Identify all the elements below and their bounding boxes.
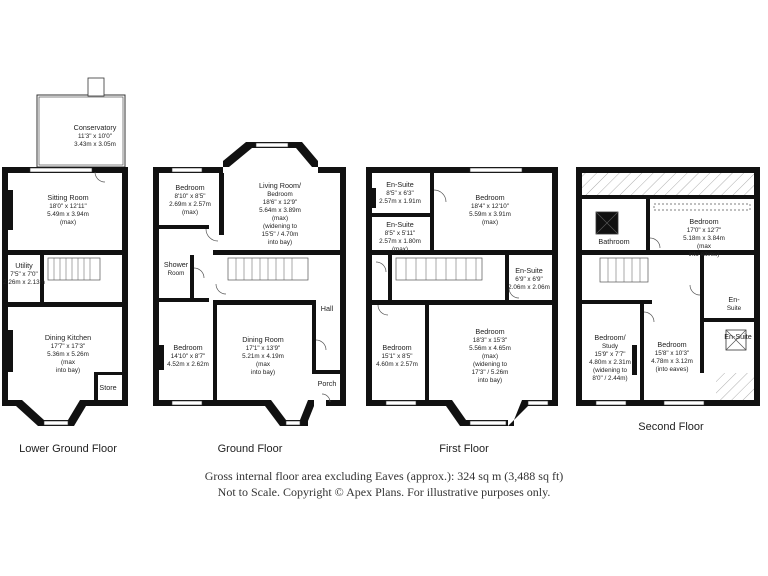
room-label-lower_ground-4: Store — [99, 383, 116, 392]
room-dimension-ground-1-6: into bay) — [268, 239, 292, 246]
room-dimension-second-5-2: (into eaves) — [656, 366, 689, 373]
lower-ground-floor-plan — [2, 77, 128, 426]
room-label-lower_ground-0: Conservatory — [74, 123, 117, 132]
room-dimension-first-3-0: 6'9" x 6'9" — [515, 276, 543, 283]
room-dimension-ground-0-0: 8'10" x 8'5" — [174, 193, 205, 200]
ground-floor-title: Ground Floor — [218, 443, 283, 455]
room-dimension-first-1-1: 5.59m x 3.91m — [469, 211, 511, 218]
conservatory-outline — [36, 94, 126, 168]
room-dimension-ground-1-2: 5.64m x 3.89m — [259, 207, 301, 214]
room-label-ground-3: Hall — [321, 304, 334, 313]
room-dimension-second-1-0: 17'0" x 12'7" — [687, 227, 722, 234]
room-dimension-second-4-2: 4.80m x 2.31m — [589, 359, 631, 366]
room-dimension-first-2-1: 2.57m x 1.80m — [379, 238, 421, 245]
room-dimension-lower_ground-2-0: 7'5" x 7'0" — [10, 271, 38, 278]
room-dimension-ground-1-5: 15'5" / 4.70m — [262, 231, 299, 238]
room-label-second-1: Bedroom — [689, 217, 718, 226]
room-dimension-first-5-3: (widening to — [473, 361, 507, 368]
room-dimension-ground-0-1: 2.69m x 2.57m — [169, 201, 211, 208]
copyright-note: Not to Scale. Copyright © Apex Plans. Fo… — [218, 485, 551, 499]
room-dimension-ground-1-0: Bedroom — [267, 191, 293, 198]
room-dimension-ground-5-2: (max — [256, 361, 271, 368]
room-label-second-4: Bedroom/ — [594, 333, 625, 342]
room-label-second-0: Bathroom — [598, 237, 629, 246]
room-label-ground-4: Bedroom — [173, 343, 202, 352]
room-label-first-2: En-Suite — [386, 220, 414, 229]
room-label-second-5: Bedroom — [657, 340, 686, 349]
room-dimension-second-1-2: (max — [697, 243, 712, 250]
room-dimension-lower_ground-0-0: 11'3" x 10'0" — [78, 133, 112, 140]
room-dimension-second-2-0: Suite — [727, 305, 742, 312]
room-dimension-second-4-3: (widening to — [593, 367, 627, 374]
room-label-ground-1: Living Room/ — [259, 181, 301, 190]
room-dimension-lower_ground-1-2: (max) — [60, 219, 76, 226]
room-dimension-first-5-4: 17'3" / 5.26m — [472, 369, 509, 376]
room-dimension-lower_ground-0-1: 3.43m x 3.05m — [74, 141, 116, 148]
second-floor-plan — [576, 167, 760, 406]
eaves-hatch-top — [582, 173, 754, 195]
room-label-ground-6: Porch — [318, 379, 337, 388]
room-label-first-4: Bedroom — [382, 343, 411, 352]
room-dimension-first-4-1: 4.60m x 2.57m — [376, 361, 418, 368]
room-dimension-lower_ground-3-2: (max — [61, 359, 76, 366]
room-label-first-0: En-Suite — [386, 180, 414, 189]
room-dimension-ground-1-4: (widening to — [263, 223, 297, 230]
room-label-lower_ground-2: Utility — [15, 261, 33, 270]
room-dimension-second-4-0: Study — [602, 343, 619, 350]
second-floor-title: Second Floor — [638, 421, 704, 433]
room-dimension-first-5-1: 5.56m x 4.65m — [469, 345, 511, 352]
room-label-first-3: En-Suite — [515, 266, 543, 275]
room-dimension-first-5-5: into bay) — [478, 377, 502, 384]
room-label-second-3: En-Suite — [724, 332, 752, 341]
room-dimension-second-1-1: 5.18m x 3.84m — [683, 235, 725, 242]
room-dimension-first-0-1: 2.57m x 1.91m — [379, 198, 421, 205]
room-dimension-ground-4-0: 14'10" x 8'7" — [171, 353, 206, 360]
room-dimension-first-5-0: 18'3" x 15'3" — [473, 337, 508, 344]
room-label-ground-0: Bedroom — [175, 183, 204, 192]
ground-floor-plan — [153, 142, 346, 426]
room-dimension-ground-0-2: (max) — [182, 209, 198, 216]
room-dimension-first-1-0: 18'4" x 12'10" — [471, 203, 509, 210]
room-label-ground-2: Shower — [164, 260, 189, 269]
room-label-first-5: Bedroom — [475, 327, 504, 336]
room-dimension-second-5-1: 4.78m x 3.12m — [651, 358, 693, 365]
room-dimension-lower_ground-3-0: 17'7" x 17'3" — [51, 343, 86, 350]
room-dimension-lower_ground-1-1: 5.49m x 3.94m — [47, 211, 89, 218]
room-dimension-second-4-1: 15'9" x 7'7" — [594, 351, 625, 358]
room-dimension-first-2-0: 8'5" x 5'11" — [385, 230, 416, 237]
room-dimension-lower_ground-3-3: into bay) — [56, 367, 80, 374]
room-dimension-second-1-3: into eaves) — [689, 251, 720, 258]
eaves-hatch-bottom — [716, 373, 754, 401]
room-dimension-first-5-2: (max) — [482, 353, 498, 360]
room-dimension-first-3-1: 2.06m x 2.06m — [508, 284, 550, 291]
first-floor-title: First Floor — [439, 443, 489, 455]
room-dimension-ground-2-0: Room — [168, 270, 185, 277]
room-dimension-ground-5-1: 5.21m x 4.19m — [242, 353, 284, 360]
room-dimension-first-2-2: (max) — [392, 246, 408, 253]
room-dimension-lower_ground-1-0: 18'0" x 12'11" — [49, 203, 87, 210]
room-dimension-ground-5-0: 17'1" x 13'9" — [246, 345, 281, 352]
room-dimension-first-1-2: (max) — [482, 219, 498, 226]
room-dimension-lower_ground-2-1: 2.26m x 2.13m — [3, 279, 45, 286]
first-floor-plan — [366, 167, 558, 426]
room-dimension-first-0-0: 8'5" x 6'3" — [386, 190, 414, 197]
lower-ground-floor-title: Lower Ground Floor — [19, 443, 117, 455]
room-label-lower_ground-3: Dining Kitchen — [45, 333, 91, 342]
room-dimension-second-5-0: 15'8" x 10'3" — [655, 350, 690, 357]
room-dimension-second-4-4: 8'0" / 2.44m) — [592, 375, 627, 382]
room-dimension-ground-5-3: into bay) — [251, 369, 275, 376]
room-dimension-ground-1-1: 18'6" x 12'9" — [263, 199, 298, 206]
room-label-ground-5: Dining Room — [242, 335, 284, 344]
room-label-lower_ground-1: Sitting Room — [47, 193, 88, 202]
room-dimension-lower_ground-3-1: 5.36m x 5.26m — [47, 351, 89, 358]
floor-area-note: Gross internal floor area excluding Eave… — [205, 469, 564, 483]
room-label-second-2: En- — [728, 295, 740, 304]
room-dimension-ground-4-1: 4.52m x 2.62m — [167, 361, 209, 368]
room-dimension-ground-1-3: (max) — [272, 215, 288, 222]
room-dimension-first-4-0: 15'1" x 8'5" — [381, 353, 412, 360]
room-label-first-1: Bedroom — [475, 193, 504, 202]
